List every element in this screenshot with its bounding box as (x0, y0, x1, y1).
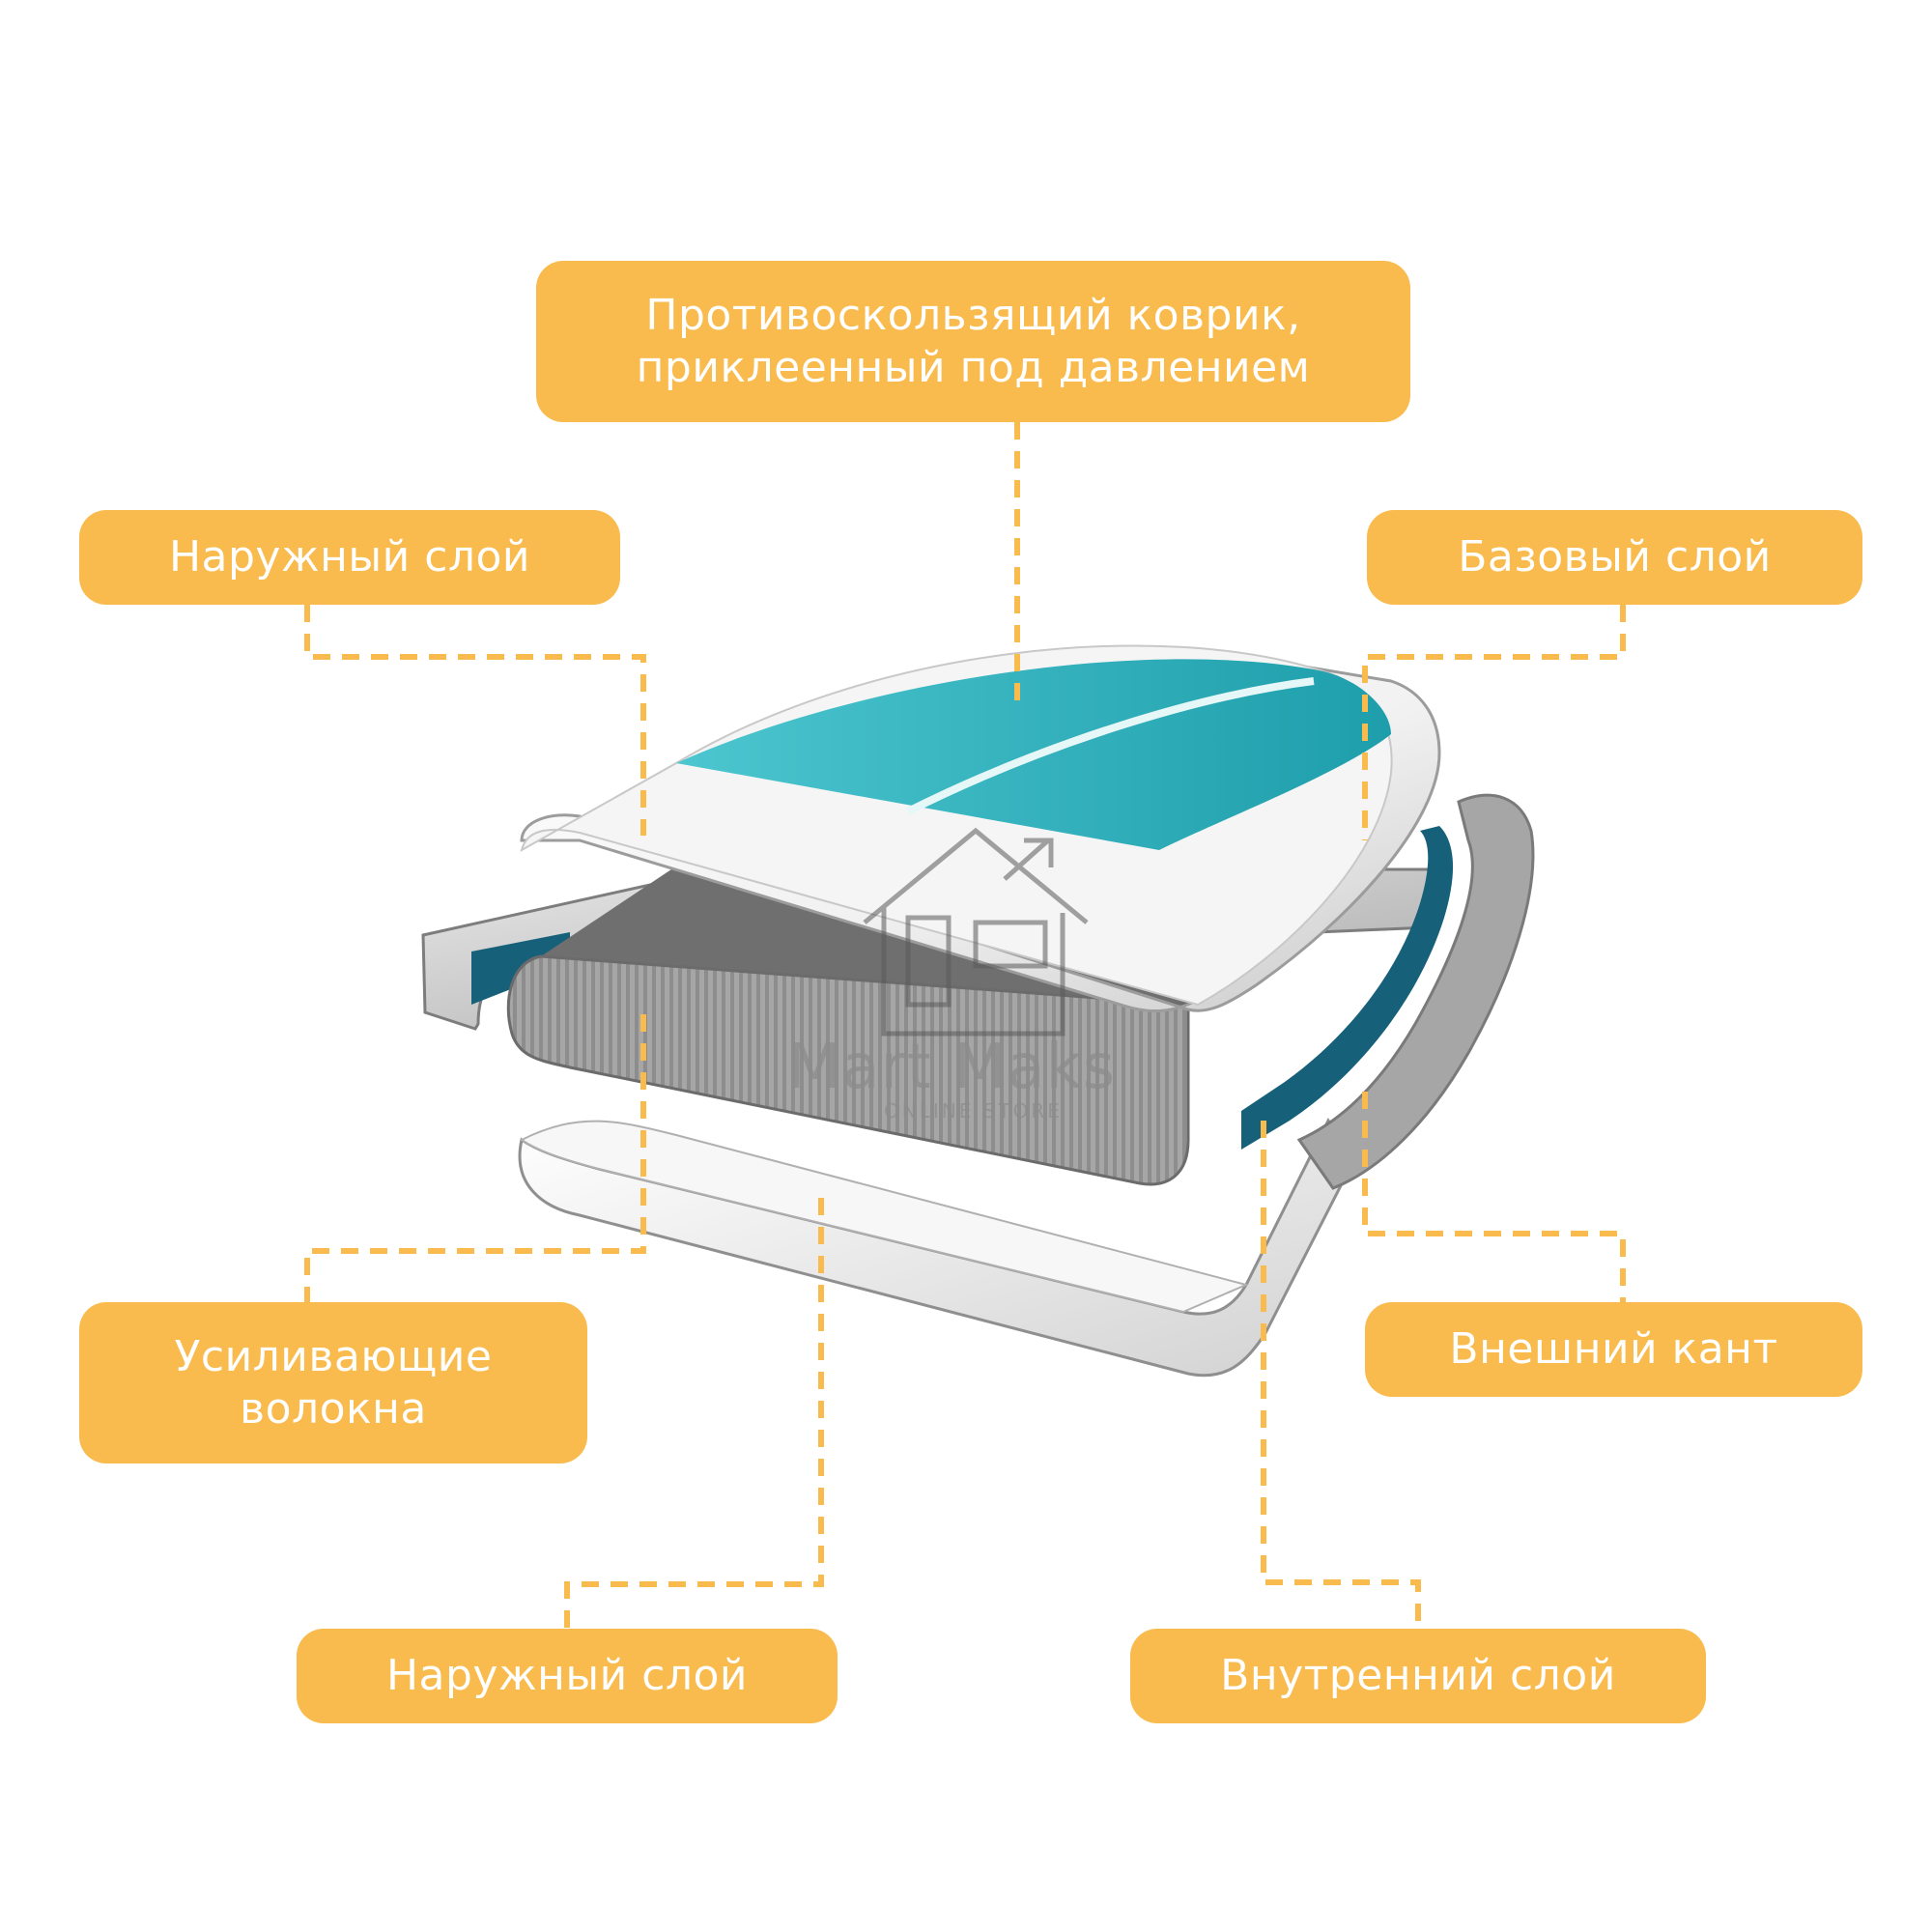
bottom-shell-face (520, 1120, 1250, 1314)
right-outer-edge-shell (1296, 793, 1535, 1190)
callout-outer-edge: Внешний кант (1365, 1302, 1862, 1397)
callout-anti-slip-mat-line2: приклеенный под давлением (636, 342, 1311, 392)
callout-reinforcing-fibers-line1: Усиливающие (174, 1331, 493, 1381)
arrow-icon (1003, 838, 1054, 881)
callout-outer-layer-top-text: Наружный слой (168, 532, 531, 582)
leader-line-outer-layer-top (304, 605, 646, 836)
drop-stitch-core (506, 954, 1190, 1186)
right-edge-band (1241, 826, 1454, 1150)
leader-line-inner-layer (1261, 1121, 1421, 1629)
door-icon (905, 915, 952, 1008)
watermark-tagline: ONLINE STORE (884, 1099, 1063, 1122)
house-icon (863, 827, 1089, 1037)
leader-line-outer-edge (1362, 1092, 1626, 1302)
callout-reinforcing-fibers: Усиливающие волокна (79, 1302, 587, 1463)
leader-line-base-layer (1362, 605, 1626, 840)
leader-line-reinforcing-fibers (304, 1014, 646, 1302)
callout-reinforcing-fibers-line2: волокна (240, 1383, 427, 1434)
callout-anti-slip-mat-line1: Противоскользящий коврик, (645, 290, 1301, 340)
callout-inner-layer: Внутренний слой (1130, 1629, 1706, 1723)
deck-pad-groove (906, 677, 1315, 815)
callout-outer-edge-text: Внешний кант (1449, 1324, 1778, 1374)
callout-inner-layer-text: Внутренний слой (1220, 1651, 1616, 1700)
callout-base-layer-text: Базовый слой (1458, 532, 1772, 582)
callout-outer-layer-top: Наружный слой (79, 510, 620, 605)
watermark-brand: Mart Maks (787, 1032, 1117, 1103)
callout-base-layer: Базовый слой (1367, 510, 1862, 605)
callout-outer-layer-bottom-text: Наружный слой (385, 1651, 749, 1700)
callout-outer-layer-bottom: Наружный слой (297, 1629, 838, 1723)
callout-anti-slip-mat: Противоскользящий коврик, приклеенный по… (536, 261, 1410, 422)
card-icon (973, 920, 1048, 969)
